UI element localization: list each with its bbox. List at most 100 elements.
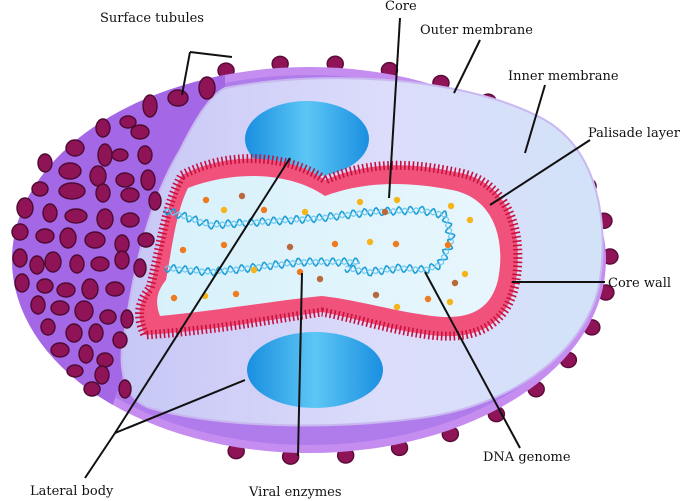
enzyme-dot (393, 196, 401, 204)
tubule (137, 232, 155, 248)
tubule (99, 309, 117, 325)
tubule (58, 182, 86, 200)
tubule (167, 89, 189, 107)
dna-strand-upper-pair (164, 207, 455, 275)
dna-genome (164, 205, 456, 277)
tubule (95, 118, 111, 138)
tubule (36, 278, 54, 294)
tubule (84, 231, 106, 249)
enzyme-dot (393, 303, 401, 311)
tubule (133, 258, 147, 278)
label-dna-genome: DNA genome (483, 450, 571, 465)
enzyme-dot (424, 295, 432, 303)
tubule (81, 278, 99, 300)
label-surface-tubules: Surface tubules (100, 11, 204, 26)
tubule (37, 153, 53, 173)
enzyme-dot (260, 206, 268, 214)
tubule (115, 172, 135, 188)
tubule (65, 323, 83, 343)
tubule (120, 212, 140, 228)
tubule (119, 115, 137, 129)
enzyme-dot (461, 270, 469, 278)
tubule (59, 227, 77, 249)
enzyme-dot (301, 208, 309, 216)
enzyme-dot (366, 238, 374, 246)
viral-enzymes (170, 192, 474, 311)
tubule (12, 248, 28, 268)
tubule (105, 281, 125, 297)
tubule (16, 197, 34, 219)
tubule (94, 365, 110, 385)
enzyme-dot (202, 196, 210, 204)
leader-lines (84, 17, 605, 479)
tubule (65, 139, 85, 157)
tubule (83, 381, 101, 397)
tubule (40, 318, 56, 336)
enzyme-dot (466, 216, 474, 224)
tubule (58, 162, 82, 180)
label-outer-membrane: Outer membrane (420, 23, 533, 38)
surface-tubules (11, 76, 216, 399)
label-viral-enzymes: Viral enzymes (248, 485, 342, 500)
tubule (74, 300, 94, 322)
enzyme-dot (372, 291, 380, 299)
label-palisade-layer: Palisade layer (588, 126, 681, 141)
tubule (114, 250, 130, 270)
tubule (120, 187, 140, 203)
label-core-wall: Core wall (608, 276, 671, 291)
enzyme-dot (447, 202, 455, 210)
tubule (31, 181, 49, 197)
enzyme-dot (179, 246, 187, 254)
label-lateral-body: Lateral body (30, 484, 114, 499)
enzyme-dot (250, 266, 258, 274)
dna-strand-lower (164, 256, 361, 277)
tubule (64, 208, 88, 224)
tubule (14, 273, 30, 293)
tubule (50, 342, 70, 358)
tubule (137, 145, 153, 165)
tubule (35, 228, 55, 244)
label-core: Core (385, 0, 417, 14)
enzyme-dot (220, 206, 228, 214)
tubule (142, 94, 158, 118)
enzyme-dot (170, 294, 178, 302)
enzyme-dot (381, 208, 389, 216)
tubule (56, 282, 76, 298)
tubule (90, 256, 110, 272)
lateral-body-bottom (247, 332, 383, 408)
tubule (112, 331, 128, 349)
tubule (66, 364, 84, 378)
tubule (111, 148, 129, 162)
enzyme-dot (446, 298, 454, 306)
tubule (30, 295, 46, 315)
enzyme-dot (392, 240, 400, 248)
tubule (130, 124, 150, 140)
palisade-layer (135, 154, 523, 341)
enzyme-dot (444, 241, 452, 249)
dna-strand-lower-pair (164, 258, 360, 275)
tubule (140, 169, 156, 191)
enzyme-dot (451, 279, 459, 287)
tubule (96, 352, 114, 368)
enzyme-dot (286, 243, 294, 251)
tubule (97, 143, 113, 167)
tubule (198, 76, 216, 100)
dna-strand-upper (164, 205, 456, 277)
tubule (88, 323, 104, 343)
tubule (78, 344, 94, 364)
tubule (118, 379, 132, 399)
tubule (120, 309, 134, 329)
enzyme-dot (232, 290, 240, 298)
tubule (95, 183, 111, 203)
tubule (44, 251, 62, 273)
enzyme-dot (331, 240, 339, 248)
tubule (89, 165, 107, 187)
tubule (69, 254, 85, 274)
enzyme-dot (220, 241, 228, 249)
tubule (29, 255, 45, 275)
enzyme-dot (356, 198, 364, 206)
tubule (11, 223, 29, 241)
tubule (50, 300, 70, 316)
lateral-body-top (245, 101, 369, 177)
